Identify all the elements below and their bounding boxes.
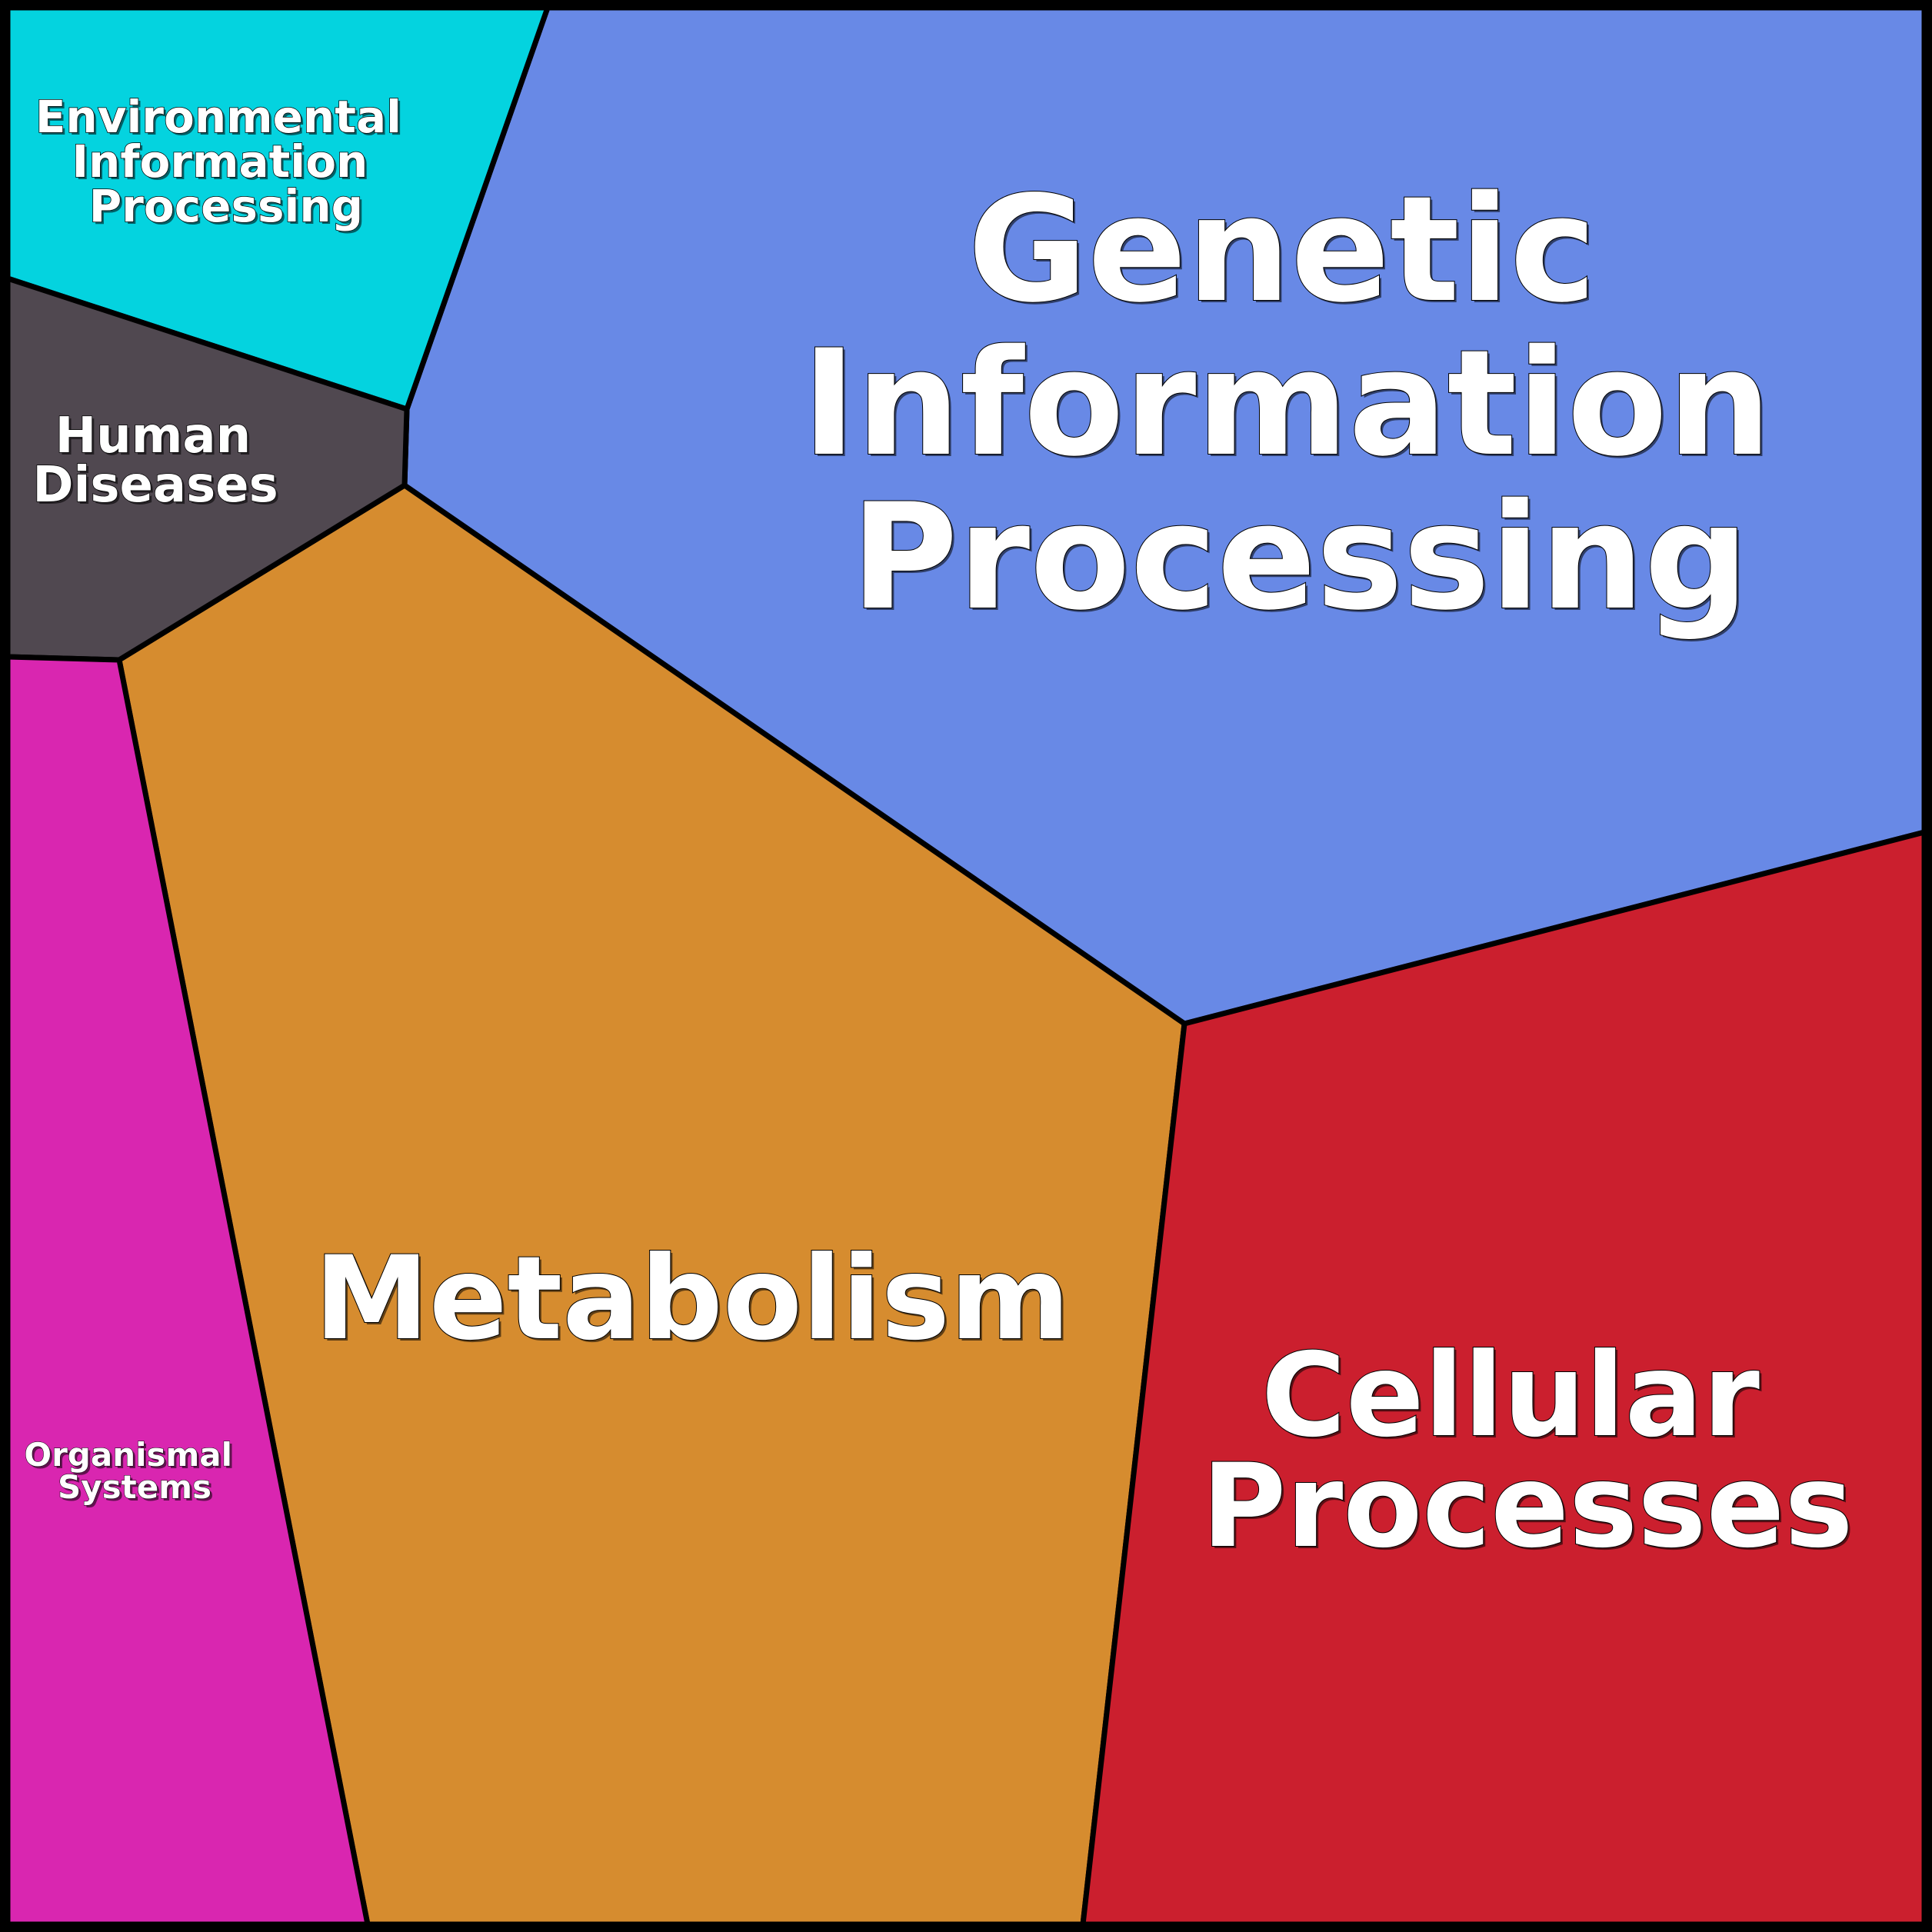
label-cellular-shadow: Cellular Processes	[1204, 1331, 1855, 1576]
label-genetic: Genetic Information Processing	[802, 165, 1823, 642]
label-human-shadow: Human Diseases	[35, 410, 280, 516]
label-genetic-shadow: Genetic Information Processing	[804, 167, 1825, 645]
label-environmental-shadow: Environmental Information Processing	[38, 93, 419, 235]
label-metabolism-shadow: Metabolism	[317, 1234, 1073, 1368]
label-environmental: Environmental Information Processing	[35, 91, 417, 232]
label-human: Human Diseases	[32, 408, 278, 514]
cells-group	[5, 5, 1927, 1927]
label-organismal: Organismal Systems	[24, 1436, 243, 1506]
label-organismal-shadow: Organismal Systems	[26, 1438, 245, 1508]
label-metabolism: Metabolism	[315, 1232, 1071, 1366]
label-cellular: Cellular Processes	[1201, 1329, 1853, 1574]
labels-group: Genetic Information Processing Genetic I…	[24, 90, 1856, 1576]
